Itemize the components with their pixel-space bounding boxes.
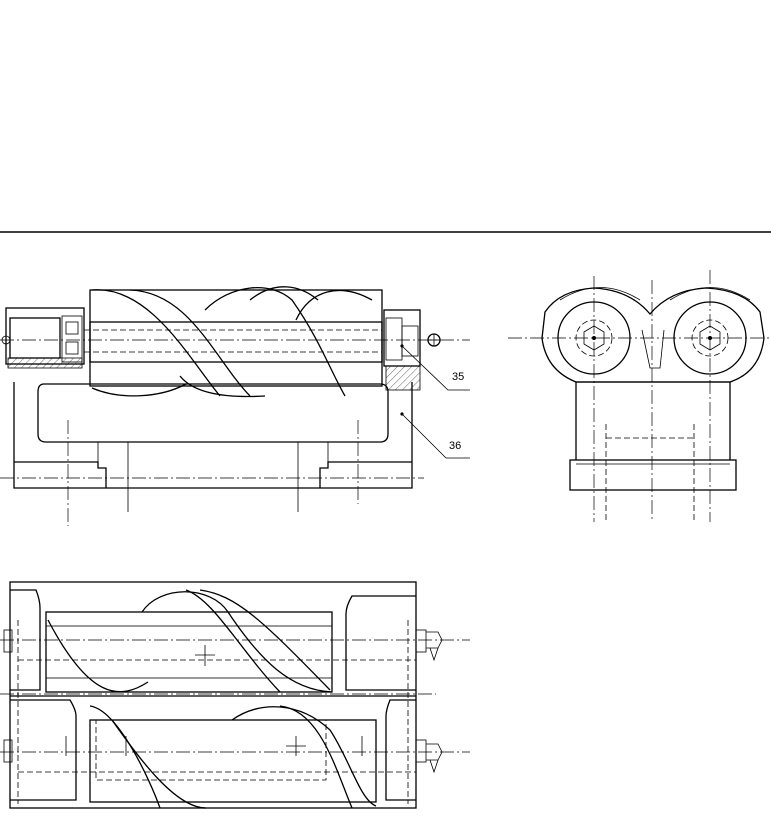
callout-35-label: 35 xyxy=(452,371,464,383)
callout-35: 35 xyxy=(400,344,470,391)
callout-36-label: 36 xyxy=(449,440,461,452)
callout-36: 36 xyxy=(400,412,470,459)
plan-view xyxy=(0,581,470,809)
front-view xyxy=(0,286,470,526)
side-view xyxy=(508,270,771,522)
